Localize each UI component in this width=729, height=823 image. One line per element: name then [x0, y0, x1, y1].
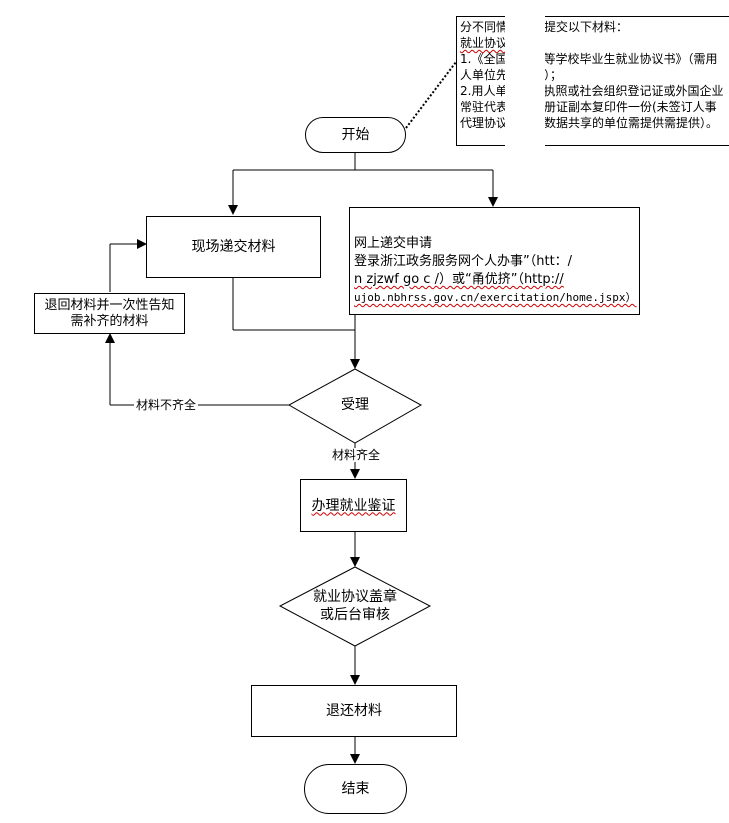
note-leader-line [405, 61, 457, 129]
end-terminal: 结束 [304, 764, 407, 814]
process-certification-label: 办理就业鉴证 [311, 497, 396, 514]
note-line-2: 1.《全国普通高等学校毕业生就业协议书》（需用人单位先盖公章）； [460, 52, 718, 82]
accept-label-text: 受理 [341, 397, 369, 413]
note-mask [505, 16, 545, 147]
note-line-3: 2.用人单位营业执照或社会组织登记证或外国企业常驻代表机构注册证副本复印件一份(… [460, 84, 724, 130]
online-url-text: ujob.nbhrss.gov.cn/exercitation/home.jsp… [354, 291, 637, 304]
return-materials-label: 退还材料 [326, 703, 382, 719]
onsite-submit-box: 现场递交材料 [146, 216, 321, 278]
online-line-2-text: n zjzwf go c /）或“甬优挤”（http:// [354, 272, 564, 287]
process-certification-box: 办理就业鉴证 [300, 479, 407, 532]
online-submit-box: 网上递交申请 登录浙江政务服务网个人办事”（htt：/ n zjzwf go c… [349, 207, 640, 315]
stamp-line-2: 或后台审核 [320, 607, 390, 623]
start-label: 开始 [341, 127, 370, 143]
return-notify-box: 退回材料并一次性告知需补齐的材料 [34, 293, 185, 334]
stamp-line-1: 就业协议盖章 [313, 589, 397, 605]
stamp-decision-label: 就业协议盖章 或后台审核 [295, 588, 415, 624]
edge-label-incomplete: 材料不齐全 [134, 398, 199, 412]
online-line-1: 登录浙江政务服务网个人办事”（htt：/ [354, 254, 573, 269]
edge-label-complete: 材料齐全 [330, 448, 383, 462]
online-line-3: ujob.nbhrss.gov.cn/exercitation/home.jsp… [354, 289, 639, 307]
return-materials-box: 退还材料 [251, 685, 457, 737]
onsite-submit-label: 现场递交材料 [191, 239, 276, 255]
accept-decision-shape [287, 368, 423, 444]
stamp-decision-shape [278, 566, 432, 647]
accept-decision-label: 受理 [305, 396, 405, 414]
online-line-2: n zjzwf go c /）或“甬优挤”（http:// [354, 271, 639, 289]
end-label: 结束 [341, 781, 370, 797]
note-line-1: 就业协议鉴证 [460, 35, 729, 51]
start-terminal: 开始 [305, 117, 406, 153]
return-notify-label: 退回材料并一次性告知需补齐的材料 [44, 297, 175, 329]
note-title: 分不同情形需要提交以下材料： [460, 19, 729, 35]
online-title: 网上递交申请 [354, 236, 433, 251]
requirements-note: 分不同情形需要提交以下材料： 就业协议鉴证 1.《全国普通高等学校毕业生就业协议… [456, 16, 729, 146]
